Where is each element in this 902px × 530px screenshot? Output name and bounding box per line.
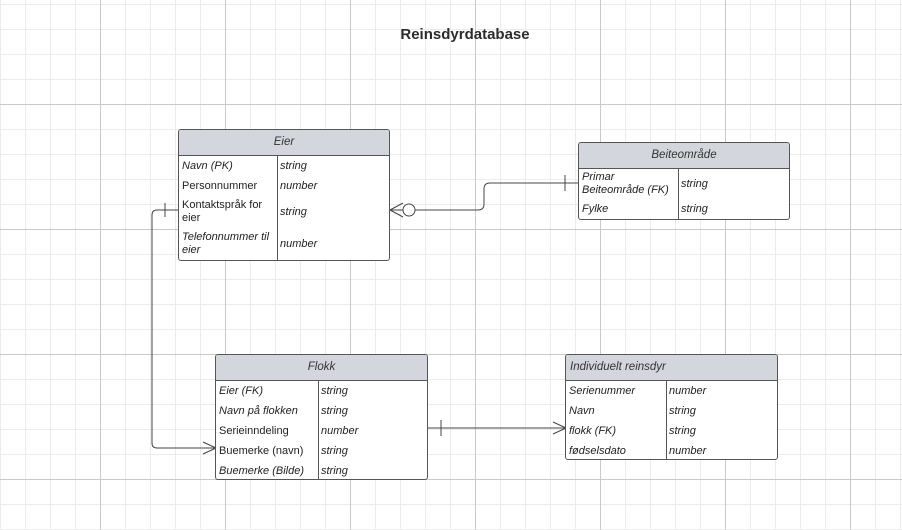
entity-eier[interactable]: Eier Navn (PK) string Personnummer numbe… [178,129,390,261]
attr-type: number [321,425,359,437]
attr-name: Navn (PK) [182,159,233,172]
rel-eier-flokk [151,209,216,449]
attr-name: Telefonnummer til eier [182,231,270,256]
attr-name: Navn [569,404,595,417]
entity-beiteomrade-title: Beiteområde [579,143,789,169]
entity-beiteomrade[interactable]: Beiteområde Primar Beiteområde (FK) stri… [578,142,790,220]
attr-row: Fylke string [579,199,789,219]
rel-crow-flokk-bottom [202,447,217,455]
attr-name: Personnummer [182,179,258,192]
attr-type: string [321,405,348,417]
attr-row: Kontaktspråk for eier string [179,196,389,228]
attr-type: number [280,180,318,192]
attr-type: string [669,405,696,417]
diagram-title: Reinsdyrdatabase [400,26,530,43]
rel-eier-beiteomrade [390,182,578,211]
attr-type: number [669,445,707,457]
attr-name: Buemerke (navn) [219,444,304,457]
attr-name: Serieinndeling [219,424,289,437]
attr-row: Telefonnummer til eier number [179,228,389,260]
rel-crow-eier-top [389,202,404,211]
entity-reinsdyr[interactable]: Individuelt reinsdyr Serienummer number … [565,354,778,460]
attr-row: Serieinndeling number [216,421,427,441]
entity-flokk-title: Flokk [216,355,427,381]
attr-type: string [280,206,307,218]
rel-crow-reinsdyr-bottom [552,427,567,435]
rel-crow-flokk-top [202,441,217,449]
rel-crow-reinsdyr-top [552,421,567,429]
attr-type: string [669,425,696,437]
attr-type: string [321,385,348,397]
attr-row: Navn string [566,401,777,421]
attr-name: Navn på flokken [219,404,298,417]
attr-row: Navn på flokken string [216,401,427,421]
entity-flokk[interactable]: Flokk Eier (FK) string Navn på flokken s… [215,354,428,480]
attr-type: number [280,238,318,250]
attr-row: Eier (FK) string [216,381,427,401]
attr-type: string [681,203,708,215]
attr-type: string [321,445,348,457]
attr-name: Serienummer [569,384,636,397]
attr-name: Kontaktspråk for eier [182,199,263,224]
entity-eier-title: Eier [179,130,389,156]
attr-row: Buemerke (Bilde) string [216,461,427,479]
rel-zero-mark-eier [402,203,416,217]
attr-name: Buemerke (Bilde) [219,464,304,477]
attr-row: Buemerke (navn) string [216,441,427,461]
rel-crow-eier-bottom [389,209,404,218]
attr-name: Fylke [582,202,609,215]
attr-row: Personnummer number [179,176,389,196]
attr-name: fødselsdato [569,444,626,457]
attr-type: string [681,178,708,190]
attr-row: Serienummer number [566,381,777,401]
attr-type: string [280,160,307,172]
attr-row: fødselsdato number [566,441,777,459]
attr-row: Navn (PK) string [179,156,389,176]
attr-type: string [321,465,348,477]
attr-name: Eier (FK) [219,384,263,397]
attr-row: Primar Beiteområde (FK) string [579,169,789,199]
attr-name: Primar Beiteområde (FK) [582,171,669,196]
entity-reinsdyr-title: Individuelt reinsdyr [566,355,777,381]
attr-type: number [669,385,707,397]
attr-name: flokk (FK) [569,424,617,437]
attr-row: flokk (FK) string [566,421,777,441]
